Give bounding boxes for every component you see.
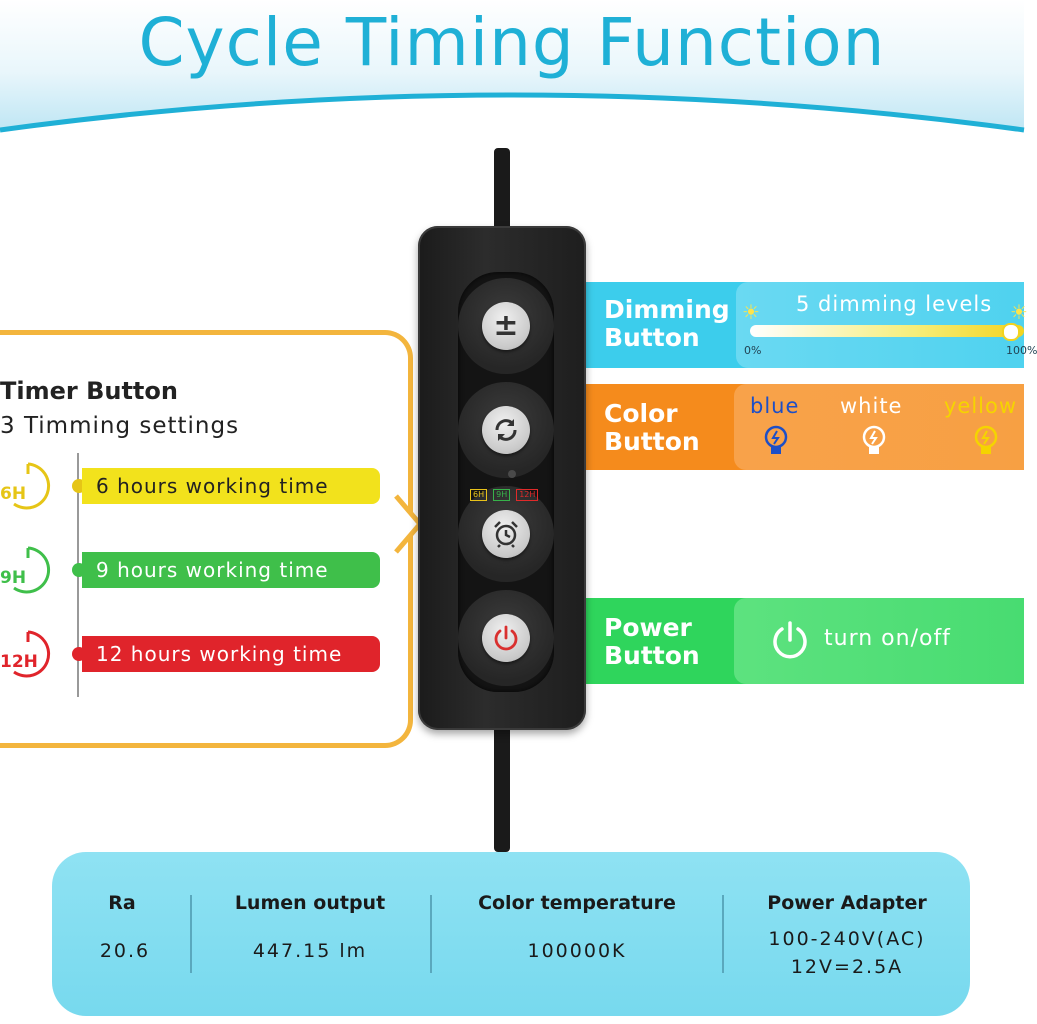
timer-subheading: 3 Timming settings (0, 413, 240, 439)
spec-divider-2 (430, 895, 432, 973)
power-panel: turn on/off (734, 598, 1024, 684)
spec-value-power-adapter-line1: 100-240V(AC) (768, 928, 926, 950)
remote-button-strip: ± (458, 272, 554, 692)
power-text: turn on/off (824, 626, 951, 651)
timer-heading: Timer Button (0, 377, 178, 405)
bulb-white-icon (862, 425, 886, 454)
timer-row-12h: 12H 12 hours working time (0, 630, 400, 678)
clock-12h-icon (13, 630, 51, 678)
power-icon (773, 621, 807, 659)
sun-icon-right: ☀ (1010, 300, 1028, 324)
spec-head-color-temperature: Color temperature (478, 892, 676, 914)
power-button-housing (458, 590, 554, 686)
plus-minus-icon: ± (493, 308, 519, 343)
spec-value-color-temperature: 100000K (527, 940, 627, 962)
led-12h: 12H (516, 489, 539, 501)
color-option-yellow: yellow (944, 394, 1018, 418)
dimming-label-line1: Dimming (604, 295, 730, 324)
spec-head-lumen: Lumen output (234, 892, 386, 914)
spec-divider-3 (722, 895, 724, 973)
spec-value-ra: 20.6 (99, 940, 151, 962)
bulb-yellow-icon (974, 425, 998, 454)
timer-row-9h: 9H 9 hours working time (0, 546, 400, 594)
timer-info-box: Timer Button 3 Timming settings (0, 330, 413, 748)
color-label-line2: Button (604, 427, 700, 456)
hour-label-12h: 12H (0, 652, 38, 672)
hour-label-6h: 6H (0, 484, 27, 504)
status-indicator-dot (508, 470, 516, 478)
specifications-panel (52, 852, 970, 1016)
color-panel: blue white yellow (734, 384, 1024, 470)
top-cable (494, 148, 510, 232)
power-label-line1: Power (604, 613, 692, 642)
spec-divider-1 (190, 895, 192, 973)
spec-head-power-adapter: Power Adapter (767, 892, 927, 914)
power-button-icon (494, 625, 518, 651)
clock-9h-icon (13, 546, 51, 594)
dimming-button-housing: ± (458, 278, 554, 374)
dimming-button[interactable]: ± (482, 302, 530, 350)
bulb-blue-icon (764, 425, 788, 454)
led-6h: 6H (470, 489, 488, 501)
timer-button[interactable] (482, 510, 530, 558)
hour-label-9h: 9H (0, 568, 27, 588)
bottom-cable (494, 726, 510, 852)
cycle-icon (495, 419, 517, 441)
alarm-clock-icon (494, 521, 518, 548)
color-label-line1: Color (604, 399, 678, 428)
timer-setting-9h: 9 hours working time (82, 552, 380, 588)
clock-6h-icon (13, 462, 51, 510)
timer-button-housing (458, 486, 554, 582)
color-button[interactable] (482, 406, 530, 454)
dimming-label-line2: Button (604, 323, 700, 352)
sun-icon-left: ☀ (742, 300, 760, 324)
color-button-housing (458, 382, 554, 478)
dimming-levels-text: 5 dimming levels (796, 292, 993, 316)
color-option-white: white (840, 394, 903, 418)
dimming-panel: ☀ 5 dimming levels ☀ 0% 100% (736, 282, 1037, 368)
page-title: Cycle Timing Function (138, 4, 886, 81)
timer-setting-12h: 12 hours working time (82, 636, 380, 672)
dimming-max-label: 100% (1006, 344, 1037, 357)
dimming-slider (750, 325, 1024, 337)
spec-head-ra: Ra (108, 892, 136, 914)
timer-setting-6h: 6 hours working time (82, 468, 380, 504)
spec-value-lumen: 447.15 lm (252, 940, 368, 962)
power-button[interactable] (482, 614, 530, 662)
led-9h: 9H (493, 489, 511, 501)
dimming-slider-knob (1002, 323, 1020, 341)
timer-row-6h: 6H 6 hours working time (0, 462, 400, 510)
dimming-min-label: 0% (744, 344, 762, 357)
power-label-line2: Button (604, 641, 700, 670)
header-background (0, 0, 1025, 133)
spec-value-power-adapter-line2: 12V=2.5A (790, 956, 904, 978)
timer-led-indicators: 6H 9H 12H (470, 489, 539, 501)
color-option-blue: blue (750, 394, 800, 418)
